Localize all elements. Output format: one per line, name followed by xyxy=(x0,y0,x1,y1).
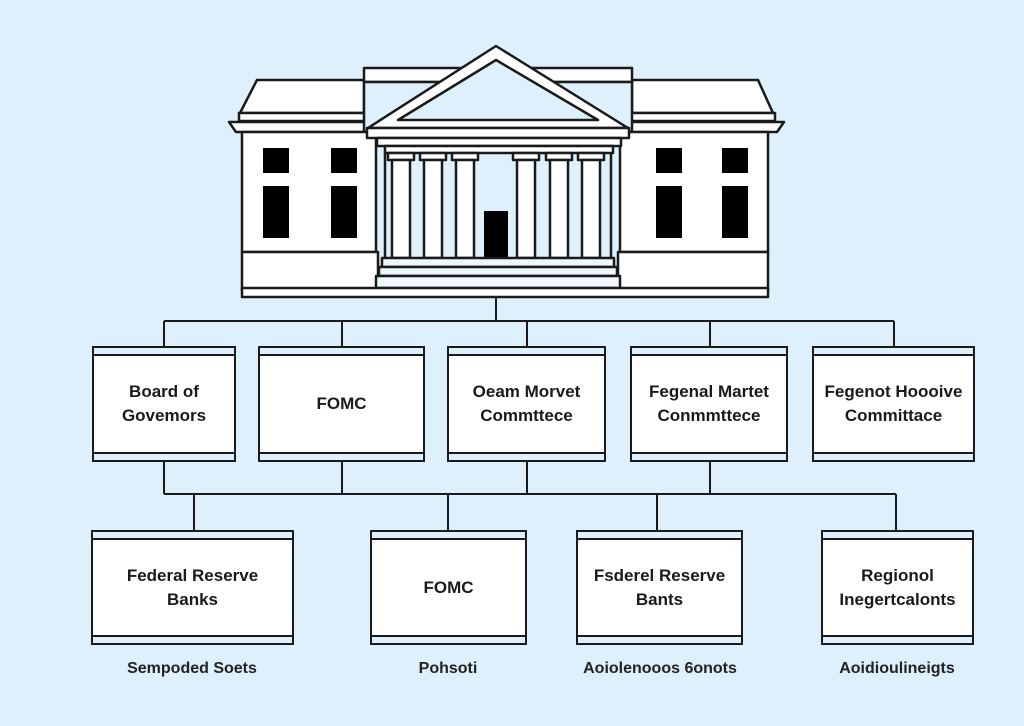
left-base xyxy=(240,250,380,292)
org-box-board-of-governors: Board of Govemors xyxy=(92,346,236,462)
step-1 xyxy=(380,256,616,269)
org-box-label: Fegenot Hoooive Committace xyxy=(824,382,963,425)
left-eave xyxy=(227,120,370,134)
org-box-label: Fsderel Reserve Bants xyxy=(593,565,726,609)
windows xyxy=(263,148,748,238)
org-box-label: Federal Reserve Banks xyxy=(126,565,259,609)
org-box-federal-reserve-banks-2: Fsderel Reserve Bants xyxy=(576,530,743,645)
right-wing-roof xyxy=(630,78,775,115)
caption-tier2-2: Pohsoti xyxy=(418,660,478,677)
entablature xyxy=(365,126,631,140)
caption-tier2-3: Aoiolenooos 6onots xyxy=(583,660,737,677)
caption-tier2-4: Aoidioulineigts xyxy=(839,660,955,677)
step-3 xyxy=(374,274,622,290)
org-box-label: Board of Govemors xyxy=(121,382,207,425)
foundation xyxy=(240,286,770,299)
frieze xyxy=(383,144,615,155)
caption-tier2-1: Sempoded Soets xyxy=(127,660,257,677)
org-box-federal-reserve-banks: Federal Reserve Banks xyxy=(91,530,294,645)
pediment-inner xyxy=(396,58,600,122)
org-box-label: Fegenal Martet Conmmttece xyxy=(649,382,769,425)
door xyxy=(484,211,508,258)
org-box-label: Regionol Inegertcalonts xyxy=(839,565,956,609)
org-box-regional-organizations: Regionol Inegertcalonts xyxy=(821,530,974,645)
right-eave xyxy=(626,120,786,134)
right-base xyxy=(616,250,770,292)
org-box-label: FOMC xyxy=(316,394,367,413)
org-box-label: FOMC xyxy=(423,577,474,597)
government-building-icon xyxy=(227,44,786,299)
org-box-federal-market-committee: Fegenal Martet Conmmttece xyxy=(630,346,788,462)
left-wing-roof xyxy=(238,78,366,115)
org-box-fomc-2: FOMC xyxy=(370,530,527,645)
org-box-label: Oeam Morvet Commttece xyxy=(472,382,581,425)
org-box-federal-reserve-committee: Fegenot Hoooive Committace xyxy=(812,346,975,462)
org-box-fomc: FOMC xyxy=(258,346,425,462)
left-cornice xyxy=(237,111,369,123)
step-2 xyxy=(377,265,619,278)
columns xyxy=(386,151,606,260)
org-box-open-market-committee: Oeam Morvet Commttece xyxy=(447,346,606,462)
connector-lines xyxy=(163,297,897,530)
right-cornice xyxy=(627,111,777,123)
